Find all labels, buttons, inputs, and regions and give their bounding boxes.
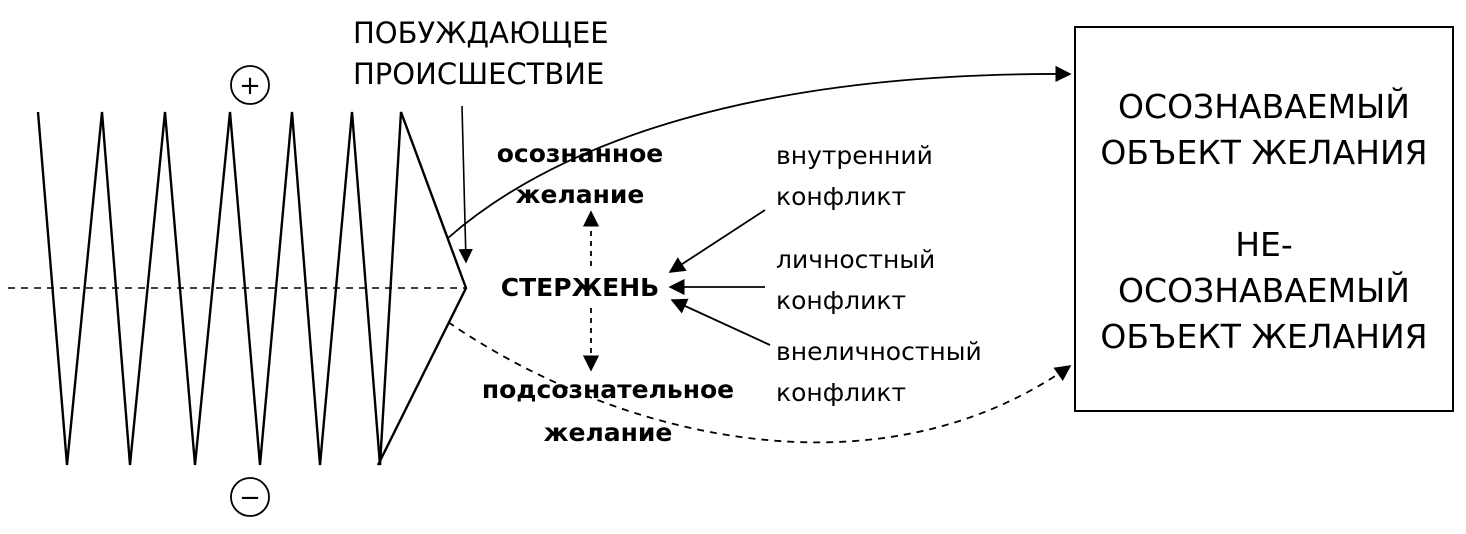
unconscious-object-curve (447, 321, 1072, 444)
subconscious-desire-line1: подсознательное (482, 375, 734, 404)
incident-label-line2: ПРОИСШЕСТВИЕ (353, 57, 604, 91)
conscious-object-curve (447, 65, 1072, 239)
conscious-object-line2: ОБЪЕКТ ЖЕЛАНИЯ (1100, 133, 1427, 172)
unconscious-object-line3: ОБЪЕКТ ЖЕЛАНИЯ (1100, 317, 1427, 356)
plus-label: + (239, 71, 261, 101)
extra-conflict-line1: внеличностный (776, 337, 982, 366)
subconscious-desire-line2: желание (544, 418, 673, 447)
inner-conflict-line1: внутренний (776, 141, 933, 170)
extra-conflict-arrow (670, 298, 771, 346)
object-of-desire-box (1074, 26, 1454, 412)
incident-label-line1: ПОБУЖДАЮЩЕЕ (353, 16, 609, 50)
minus-label: − (239, 483, 261, 513)
plus-sign: + (230, 65, 270, 105)
inner-conflict-arrow (668, 209, 766, 273)
conscious-object-line1: ОСОЗНАВАЕМЫЙ (1118, 86, 1410, 126)
personal-conflict-line2: конфликт (776, 286, 906, 315)
unconscious-object-line2: ОСОЗНАВАЕМЫЙ (1118, 270, 1410, 310)
extra-conflict-line2: конфликт (776, 378, 906, 407)
spine-label: СТЕРЖЕНЬ (501, 273, 659, 302)
inner-conflict-line2: конфликт (776, 182, 906, 211)
personal-conflict-line1: личностный (776, 245, 935, 274)
conscious-desire-line2: желание (516, 180, 645, 209)
incident-arrow (458, 105, 473, 264)
conscious-desire-line1: осознанное (497, 139, 664, 168)
minus-sign: − (230, 477, 270, 517)
zigzag-oscillation (36, 111, 468, 466)
unconscious-object-line1: НЕ- (1235, 225, 1293, 264)
